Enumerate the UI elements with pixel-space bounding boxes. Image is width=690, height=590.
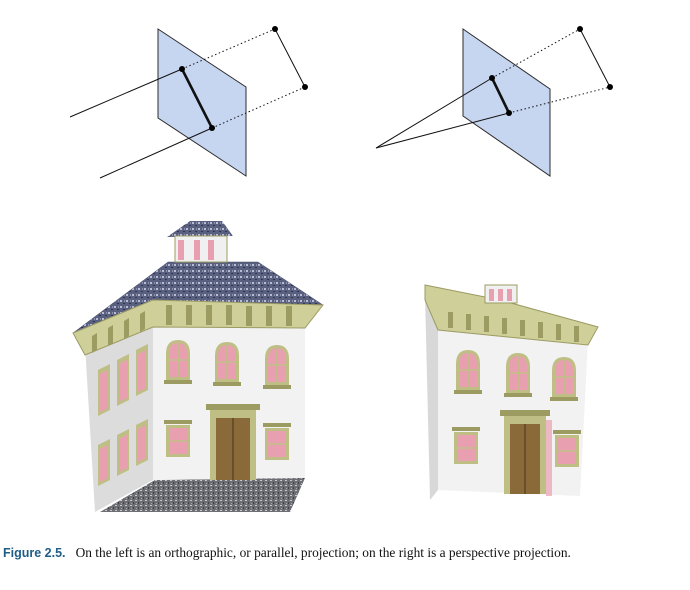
house-orthographic-image: [72, 221, 325, 512]
perspective-diagram: [375, 26, 613, 177]
house-perspective-image: [424, 284, 599, 500]
projection-plane-left: [157, 28, 247, 177]
figure-caption-text: On the left is an orthographic, or paral…: [75, 545, 571, 560]
figure-artwork: [69, 26, 613, 512]
projection-plane-right: [462, 28, 551, 177]
figure-label: Figure 2.5.: [3, 546, 66, 560]
orthographic-diagram: [69, 26, 308, 179]
figure-caption: Figure 2.5. On the left is an orthograph…: [3, 544, 687, 562]
